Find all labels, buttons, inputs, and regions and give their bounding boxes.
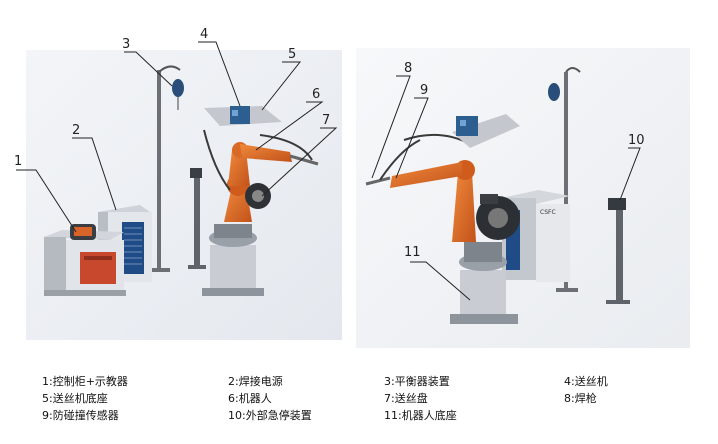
callout-6: 6 <box>312 87 320 102</box>
callout-7: 7 <box>322 113 330 128</box>
right-balancer-stand <box>548 67 581 292</box>
callout-8: 8 <box>404 61 412 76</box>
left-scene <box>16 41 342 340</box>
right-robot-arm <box>365 133 520 242</box>
right-leader-lines <box>371 75 641 301</box>
right-estop-post <box>606 198 630 304</box>
callout-10: 10 <box>628 133 645 148</box>
callout-9: 9 <box>420 83 428 98</box>
right-scene: CSFC <box>356 48 690 348</box>
callout-4: 4 <box>200 27 208 42</box>
left-leader-lines <box>16 41 338 233</box>
right-wire-feeder <box>452 114 520 148</box>
control-cabinet <box>44 224 126 296</box>
left-robot-arm <box>203 129 319 222</box>
callout-5: 5 <box>288 47 296 62</box>
left-wire-feeder <box>204 106 282 126</box>
callout-3: 3 <box>122 37 130 52</box>
left-estop-post <box>188 168 206 269</box>
callout-labels: 1 2 3 4 5 6 7 8 9 10 11 <box>14 27 645 260</box>
right-robot-base <box>450 242 518 324</box>
left-robot-base <box>202 224 264 296</box>
callout-1: 1 <box>14 154 22 169</box>
balancer-stand <box>148 65 184 272</box>
callout-2: 2 <box>72 123 80 138</box>
brand-label: CSFC <box>540 209 556 216</box>
callout-11: 11 <box>404 245 421 260</box>
